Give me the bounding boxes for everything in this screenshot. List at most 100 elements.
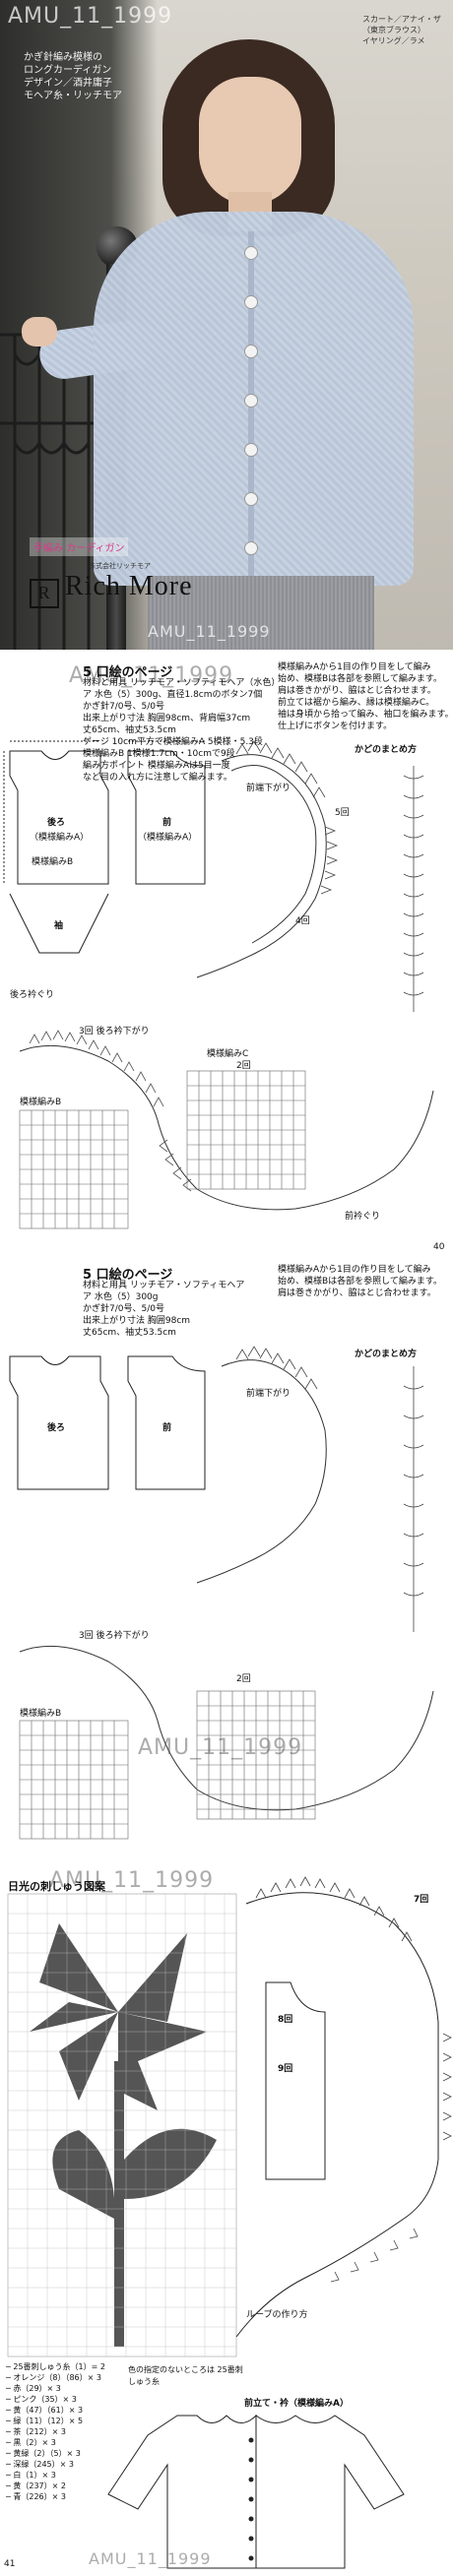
instruction-line: 始め、模様Bは各部を参照して編みます。 <box>278 674 443 684</box>
page-number: 41 <box>4 2559 16 2569</box>
label-round7: 7回 <box>414 1895 429 1905</box>
legend-line: ─ 白（1）× 3 <box>6 2471 56 2480</box>
info-line: 丈65cm、袖丈53.5cm <box>83 725 176 735</box>
label-round4: 4回 <box>295 916 310 926</box>
watermark: AMU_11_1999 <box>8 4 173 29</box>
brand-logo-mark: R <box>30 579 59 608</box>
info-line: ア 水色（5）300g <box>83 1292 159 1302</box>
button-dot <box>244 295 258 309</box>
legend-line: ─ ピンク（35）× 3 <box>6 2395 77 2404</box>
pattern-diagram-1 <box>3 740 434 1229</box>
pattern-page-3: AMU_11_1999 日光の刺しゅう図案 ─ 25番刺しゅう糸（1）= 2 ─… <box>0 1864 453 2576</box>
label-front: 前 <box>162 1423 172 1433</box>
info-line: 出来上がり寸法 胸囲98cm、背肩幅37cm <box>83 714 251 723</box>
watermark: AMU_11_1999 <box>148 622 271 641</box>
info-line: 材料と用具 リッチモア・ソフティモヘア <box>83 1281 245 1290</box>
legend-line: ─ 深緑（245）× 3 <box>6 2460 74 2469</box>
legend-line: ─ 黄（237）× 2 <box>6 2482 66 2490</box>
materials-info: 材料と用具 リッチモア・ソフティモヘア（水色） ア 水色（5）300g、直径1.… <box>83 677 281 784</box>
button-dot <box>244 492 258 506</box>
button-dot <box>244 443 258 457</box>
label-front-edge: 前端下がり <box>246 784 291 793</box>
info-line: など目の入れ方に注意して編みます。 <box>83 773 232 783</box>
pattern-diagram-3 <box>7 1876 452 2569</box>
photo-panel: AMU_11_1999 AMU_11_1999 かぎ針編み模様の ロングカーディ… <box>0 0 453 650</box>
info-line: 編み方ポイント 模様編みAは5目一度 <box>83 761 230 771</box>
label-round3: 3回 後ろ衿下がり <box>79 1027 150 1037</box>
label-pattern-c: 模様編みC <box>207 1049 249 1059</box>
info-line: 出来上がり寸法 胸囲98cm <box>83 1316 191 1326</box>
label-pattern-a: （模様編みA） <box>138 833 198 843</box>
instruction-line: 肩は巻きかがり、脇はとじ合わせます。 <box>278 1288 436 1298</box>
button-dot <box>244 246 258 260</box>
watermark: AMU_11_1999 <box>89 2549 212 2568</box>
photo-caption-left: かぎ針編み模様の ロングカーディガン デザイン／酒井庸子 モヘア糸・リッチモア <box>24 51 171 102</box>
button-dot <box>244 541 258 555</box>
info-line: 模様編みB 1模様1.7cm・10cmで9段 <box>83 749 235 759</box>
iron-railing <box>0 333 108 650</box>
label-front-edge-title: 前立て・衿（模様編みA） <box>244 2399 349 2409</box>
pattern-page-1: AMU_11_1999 5 口絵のページ 材料と用具 リッチモア・ソフティモヘア… <box>0 658 453 1258</box>
model-skirt <box>148 576 374 650</box>
section-title: 5 口絵のページ <box>83 665 173 680</box>
caption-line: ロングカーディガン <box>24 65 112 76</box>
button-dot <box>244 394 258 408</box>
legend-line: ─ 青（226）× 3 <box>6 2492 66 2501</box>
instruction-line: 前立ては裾から編み、縁は模様編みC。 <box>278 698 435 708</box>
label-round2: 2回 <box>236 1061 251 1071</box>
label-pattern-a: （模様編みA） <box>30 833 90 843</box>
info-line: ア 水色（5）300g、直径1.8cmのボタン7個 <box>83 690 263 700</box>
instruction-line: 模様編みAから1目の作り目をして編み <box>278 662 431 672</box>
tag-text: 手編み カーディガン <box>30 537 129 556</box>
label-round2: 2回 <box>236 1674 251 1684</box>
pattern-page-2: 5 口絵のページ 材料と用具 リッチモア・ソフティモヘア ア 水色（5）300g… <box>0 1258 453 1864</box>
info-line: 材料と用具 リッチモア・ソフティモヘア（水色） <box>83 678 281 688</box>
chart-title: 日光の刺しゅう図案 <box>8 1880 105 1893</box>
legend-line: ─ 25番刺しゅう糸（1）= 2 <box>6 2362 105 2371</box>
label-loop-note: ループの作り方 <box>246 2310 308 2320</box>
instruction-line: 模様編みAから1目の作り目をして編み <box>278 1265 431 1275</box>
legend-line: ─ 茶（212）× 3 <box>6 2427 66 2436</box>
watermark: AMU_11_1999 <box>69 663 234 688</box>
legend-line: ─ 黄緑（2）（5）× 3 <box>6 2449 81 2458</box>
pattern-diagram-2 <box>9 1346 434 1840</box>
legend-line: ─ 黄（47）（61）× 3 <box>6 2406 84 2415</box>
page-number: 40 <box>433 1242 445 1252</box>
legend-line: ─ 黒（2）× 3 <box>6 2438 56 2447</box>
brand-name: Rich More <box>65 571 193 601</box>
color-legend: ─ 25番刺しゅう糸（1）= 2 ─ オレンジ（8）（86）× 3 ─ 赤（29… <box>6 2361 193 2502</box>
label-back: 後ろ <box>47 1423 66 1433</box>
label-pattern-b: 模様編みB <box>20 1709 62 1719</box>
section-title: 5 口絵のページ <box>83 1268 173 1283</box>
caption-line: イヤリング／ラメ <box>362 36 425 45</box>
label-round8: 8回 <box>278 2015 293 2025</box>
caption-line: （東京ブラウス） <box>362 26 425 34</box>
button-dot <box>244 345 258 358</box>
model-face <box>199 77 301 205</box>
label-round9: 9回 <box>278 2064 293 2074</box>
brand-company: 株式会社リッチモア <box>89 562 151 570</box>
label-round5: 5回 <box>335 808 350 818</box>
legend-line: ─ 赤（29）× 3 <box>6 2384 61 2393</box>
label-round3: 3回 後ろ衿下がり <box>79 1631 150 1641</box>
info-line: 丈65cm、袖丈53.5cm <box>83 1328 176 1338</box>
info-line: ゲージ 10cm平方で模様編みA 5模様・5.3段 <box>83 737 263 747</box>
label-back-neck: 後ろ衿ぐり <box>10 990 55 1000</box>
caption-line: モヘア糸・リッチモア <box>24 91 122 101</box>
label-pattern-b: 模様編みB <box>20 1098 62 1107</box>
model-hand <box>22 317 57 346</box>
instruction-line: 肩は巻きかがり、脇はとじ合わせます。 <box>278 686 436 696</box>
legend-line: ─ 緑（11）（12）× 5 <box>6 2417 84 2425</box>
watermark: AMU_11_1999 <box>49 1868 215 1893</box>
instruction-line: 袖は身頃から拾って編み、袖口を編みます。 <box>278 710 453 720</box>
label-back: 後ろ <box>47 818 66 828</box>
instructions: 模様編みAから1目の作り目をして編み 始め、模様Bは各部を参照して編みます。 肩… <box>278 1264 451 1299</box>
info-line: かぎ針7/0号、5/0号 <box>83 702 164 712</box>
label-front-edge: 前端下がり <box>246 1389 291 1399</box>
label-edge-title: かどのまとめ方 <box>355 1350 418 1359</box>
legend-line: ─ オレンジ（8）（86）× 3 <box>6 2373 101 2382</box>
instruction-line: 仕上げにボタンを付けます。 <box>278 722 393 731</box>
instruction-line: 始め、模様Bは各部を参照して編みます。 <box>278 1277 443 1287</box>
caption-line: かぎ針編み模様の <box>24 52 102 63</box>
